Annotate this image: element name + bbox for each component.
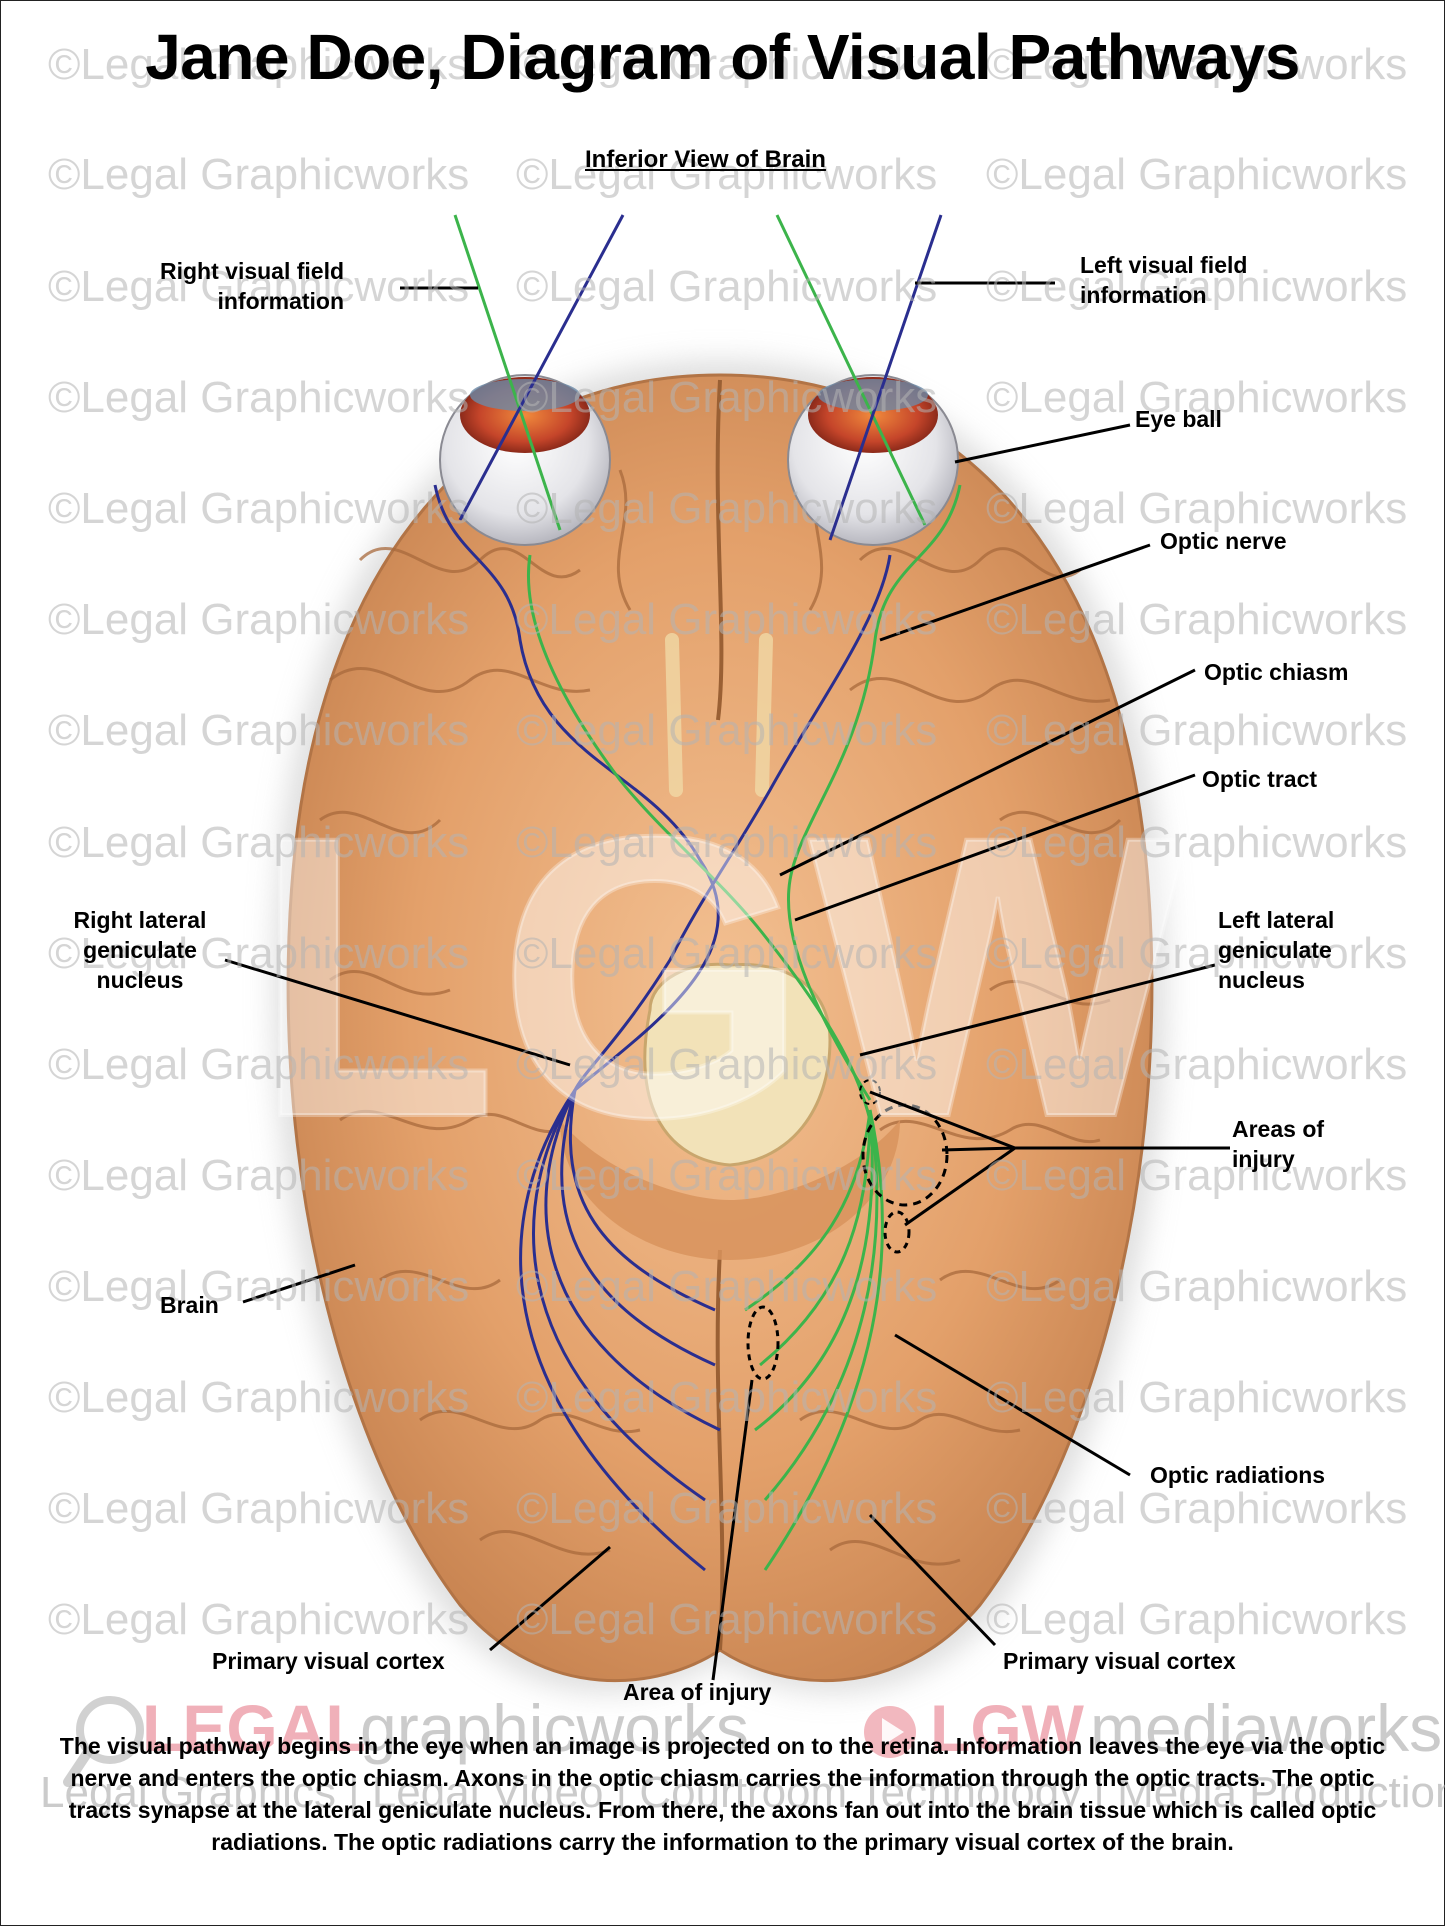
label-primary-visual-cortex-right: Primary visual cortex — [1003, 1648, 1236, 1674]
left-field-ray-blue — [828, 214, 943, 541]
lgw-logo-watermark: LGW — [253, 753, 1190, 1200]
label-areas-of-injury: Areas of injury — [1232, 1116, 1325, 1172]
injury-area-2 — [883, 1210, 911, 1254]
olfactory-tract-left — [665, 633, 683, 797]
optic-nerve-right-green — [527, 554, 872, 1121]
right-field-ray-blue — [458, 214, 625, 521]
label-eye-ball: Eye ball — [1135, 406, 1222, 432]
subtitle: Inferior View of Brain — [585, 146, 826, 173]
injury-area-4 — [859, 1079, 881, 1105]
brainstem — [643, 962, 832, 1167]
cerebellum — [560, 1120, 900, 1260]
label-optic-nerve: Optic nerve — [1160, 528, 1287, 554]
label-optic-tract: Optic tract — [1202, 766, 1318, 792]
label-primary-visual-cortex-left: Primary visual cortex — [212, 1648, 445, 1674]
brain-midline — [715, 379, 725, 1651]
label-brain: Brain — [160, 1292, 219, 1318]
right-field-ray-green — [453, 214, 562, 531]
label-left-lgn: Left lateral geniculate nucleus — [1218, 907, 1335, 993]
olfactory-tract-right — [755, 633, 773, 797]
optic-radiations-green — [744, 1109, 884, 1571]
left-eye-ball — [787, 374, 959, 546]
label-optic-chiasm: Optic chiasm — [1204, 659, 1349, 685]
label-left-visual-field: Left visual field information — [1080, 252, 1248, 308]
optic-nerve-left-green — [787, 484, 962, 1101]
optic-nerve-left-blue — [573, 554, 892, 1091]
label-area-of-injury: Area of injury — [623, 1679, 772, 1705]
left-field-ray-green — [775, 214, 927, 526]
brain-gyri — [319, 469, 1122, 1566]
injury-area-3 — [746, 1305, 780, 1381]
label-right-visual-field: Right visual field information — [160, 258, 345, 314]
label-right-lgn: Right lateral geniculate nucleus — [73, 907, 207, 993]
caption-text: The visual pathway begins in the eye whe… — [59, 1733, 1386, 1855]
label-optic-radiations: Optic radiations — [1150, 1462, 1326, 1488]
optic-radiations-blue — [519, 1089, 721, 1572]
optic-nerve-right-blue — [433, 484, 720, 1092]
leader-lines — [224, 281, 1230, 1681]
page-title: Jane Doe, Diagram of Visual Pathways — [145, 21, 1300, 93]
right-eye-ball — [439, 374, 611, 546]
